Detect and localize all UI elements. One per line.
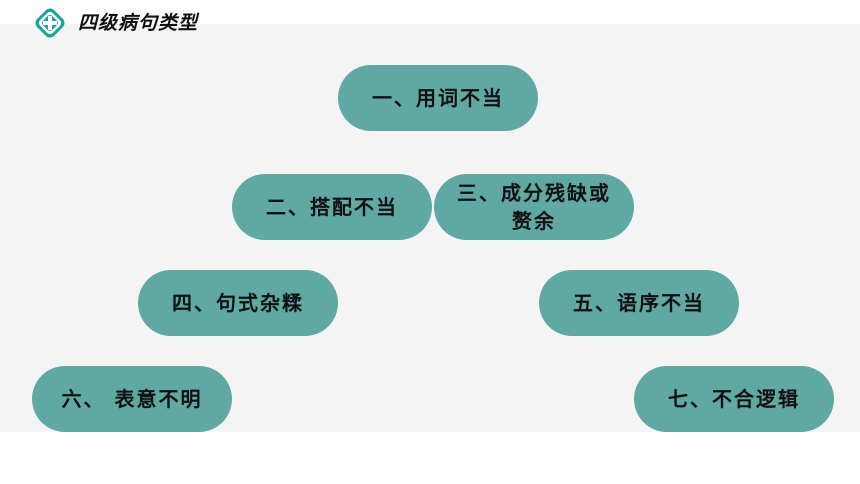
category-label: 五、语序不当 <box>573 291 705 315</box>
category-illogical[interactable]: 七、不合逻辑 <box>634 366 834 432</box>
medical-cross-icon <box>32 5 68 41</box>
category-label: 七、不合逻辑 <box>668 387 800 411</box>
category-word-misuse[interactable]: 一、用词不当 <box>338 65 538 131</box>
category-label: 二、搭配不当 <box>266 195 398 219</box>
category-collocation-error[interactable]: 二、搭配不当 <box>232 174 432 240</box>
page-title: 四级病句类型 <box>78 12 199 34</box>
category-label: 一、用词不当 <box>372 86 504 110</box>
category-label: 六、 表意不明 <box>61 387 203 411</box>
category-ambiguous-meaning[interactable]: 六、 表意不明 <box>32 366 232 432</box>
category-label: 四、句式杂糅 <box>172 291 304 315</box>
category-missing-or-redundant[interactable]: 三、成分残缺或赘余 <box>434 174 634 240</box>
category-word-order[interactable]: 五、语序不当 <box>539 270 739 336</box>
category-mixed-structure[interactable]: 四、句式杂糅 <box>138 270 338 336</box>
category-label: 三、成分残缺或赘余 <box>457 181 611 233</box>
